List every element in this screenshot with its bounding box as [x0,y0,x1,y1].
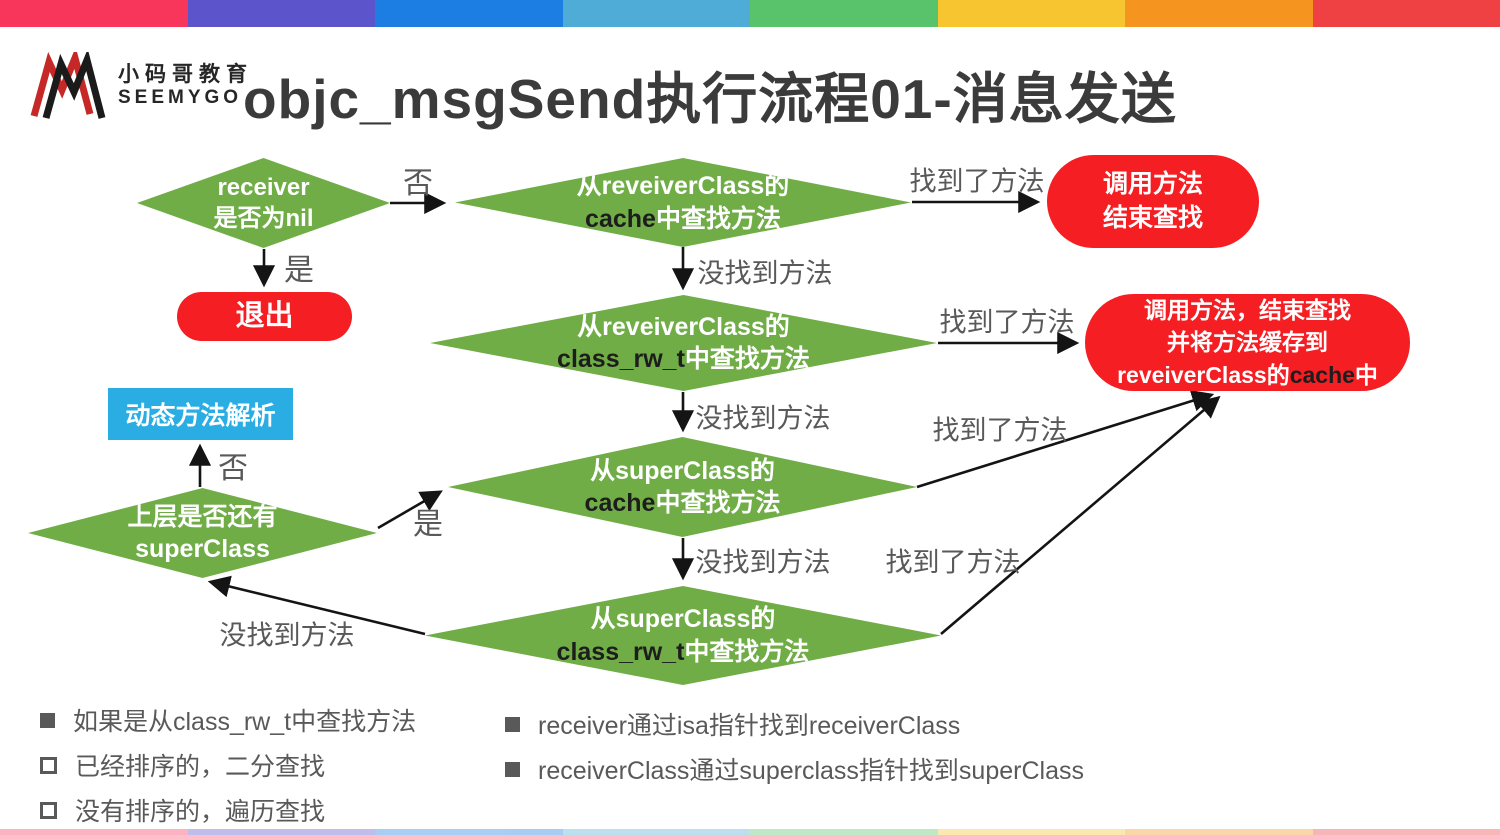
edge-label-notfound-1: 没找到方法 [697,258,833,289]
node-text: 调用方法，结束查找 [1144,297,1351,324]
node-text: class_rw_t中查找方法 [557,343,810,376]
pill-exit: 退出 [177,292,352,341]
node-text-post: 中 [1354,361,1378,388]
bar-segment-red [1312,829,1500,835]
node-text: 退出 [235,299,294,332]
node-text: 结束查找 [1102,203,1203,232]
brand-text: 小码哥教育 SEEMYGO [118,63,253,110]
node-text: receiver [217,173,310,201]
note-item: receiver通过isa指针找到receiverClass [505,706,1084,742]
bar-segment-blue [375,829,563,835]
node-text-rest: 中查找方法 [655,489,781,517]
edge-label-no-dynamic: 否 [218,452,248,485]
bar-segment-teal [562,0,750,27]
edge-label-notfound-2: 没找到方法 [695,403,831,434]
note-text: 已经排序的，二分查找 [75,753,326,781]
bar-segment-yellow [937,829,1125,835]
node-text-pre: reveiverClass的 [1117,361,1290,388]
bar-segment-purple [187,829,375,835]
brand-logo: 小码哥教育 SEEMYGO [30,52,253,120]
note-item: 已经排序的，二分查找 [40,747,416,783]
notes-left-column: 如果是从class_rw_t中查找方法 已经排序的，二分查找 没有排序的，遍历查… [40,702,416,835]
edge-label-notfound-3: 没找到方法 [695,547,831,578]
diamond-has-superclass: 上层是否还有 superClass [28,488,377,578]
node-text: 是否为nil [213,205,314,232]
node-text: 上层是否还有 [127,502,278,531]
filled-square-bullet-icon [505,761,520,777]
page-title: objc_msgSend执行流程01-消息发送 [243,68,1177,130]
edge-label-yes-super: 是 [413,508,443,541]
node-text: 从reveiverClass的 [576,172,790,200]
node-term-cache: cache [1289,361,1355,388]
node-text: reveiverClass的cache中 [1117,359,1378,391]
bar-segment-teal [562,829,750,835]
brand-name-en: SEEMYGO [118,86,243,108]
edge-label-notfound-4: 没找到方法 [219,620,355,651]
bar-segment-green [750,0,938,27]
node-text-rest: 中查找方法 [684,637,810,666]
brand-name-cn: 小码哥教育 [118,62,253,86]
node-text: cache中查找方法 [585,487,781,520]
node-text-rest: 中查找方法 [684,345,810,373]
note-text: receiver通过isa指针找到receiverClass [538,712,961,740]
node-term-class-rw-t: class_rw_t [557,345,685,373]
bar-segment-orange [1125,0,1313,27]
note-item: 如果是从class_rw_t中查找方法 [40,702,416,738]
node-text: cache中查找方法 [585,203,781,236]
edge-label-no: 否 [403,167,433,200]
edge-label-found-2: 找到了方法 [939,307,1075,338]
node-term-cache: cache [585,204,656,233]
box-dynamic-method-resolution: 动态方法解析 [108,388,293,440]
node-text: 动态方法解析 [125,402,276,430]
top-color-bar [0,0,1500,27]
bar-segment-red [1312,0,1500,27]
note-text: 没有排序的，遍历查找 [75,798,326,826]
edge-label-found-3: 找到了方法 [932,415,1068,446]
diamond-receiver-is-nil: receiver 是否为nil [137,158,390,248]
seemygo-m-icon [30,52,106,119]
edge-label-yes: 是 [284,254,314,287]
pill-call-method-end: 调用方法 结束查找 [1047,155,1259,248]
node-term-class-rw-t: class_rw_t [556,637,685,666]
node-text: superClass [135,535,270,563]
bar-segment-pink [0,0,188,27]
edge-label-found-4: 找到了方法 [885,547,1021,578]
node-text: 并将方法缓存到 [1167,329,1328,356]
bar-segment-pink [0,829,188,835]
bar-segment-green [750,829,938,835]
hollow-square-bullet-icon [40,801,57,819]
node-text-rest: 中查找方法 [655,204,781,233]
node-text: 从superClass的 [590,605,776,633]
node-text: 从reveiverClass的 [577,312,790,341]
diamond-receiverclass-classrwt-lookup: 从reveiverClass的 class_rw_t中查找方法 [430,295,937,391]
diamond-receiverclass-cache-lookup: 从reveiverClass的 cache中查找方法 [455,158,911,247]
note-item: receiverClass通过superclass指针找到superClass [505,751,1084,787]
note-text: receiverClass通过superclass指针找到superClass [538,757,1084,785]
node-text: 从superClass的 [590,456,775,485]
diamond-superclass-classrwt-lookup: 从superClass的 class_rw_t中查找方法 [425,586,941,685]
node-text: 调用方法 [1102,169,1203,198]
note-text: 如果是从class_rw_t中查找方法 [73,708,417,736]
notes-right-column: receiver通过isa指针找到receiverClass receiverC… [505,706,1084,796]
filled-square-bullet-icon [505,716,520,732]
hollow-square-bullet-icon [40,756,57,774]
bar-segment-yellow [937,0,1125,27]
edge-label-found-1: 找到了方法 [909,166,1045,197]
bar-segment-blue [375,0,563,27]
bar-segment-orange [1125,829,1313,835]
pill-call-method-cache-result: 调用方法，结束查找 并将方法缓存到 reveiverClass的cache中 [1085,294,1410,391]
filled-square-bullet-icon [40,712,55,728]
bar-segment-purple [187,0,375,27]
diamond-superclass-cache-lookup: 从superClass的 cache中查找方法 [448,437,917,537]
bottom-color-bar [0,829,1500,835]
note-item: 没有排序的，遍历查找 [40,792,416,828]
node-term-cache: cache [584,489,656,517]
node-text: class_rw_t中查找方法 [557,636,810,669]
